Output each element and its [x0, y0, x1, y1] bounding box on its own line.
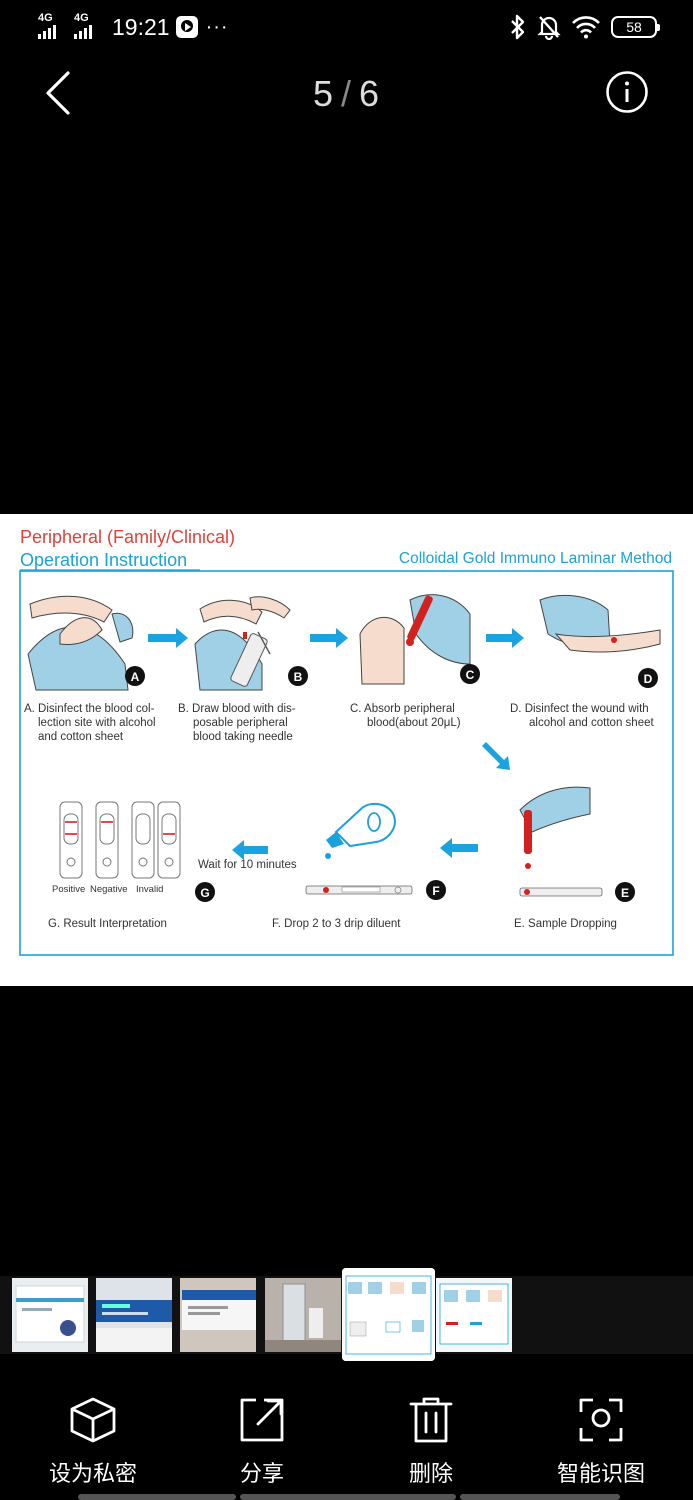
smart-recognize-label: 智能识图 [556, 1462, 645, 1487]
arrow-left-icon [440, 838, 478, 858]
battery-level: 58 [626, 19, 642, 35]
step-f-badge: F [432, 884, 439, 898]
bottom-action-bar: 设为私密 分享 删除 智能识图 [0, 1380, 693, 1500]
cassette-invalid-1 [131, 801, 155, 879]
info-icon[interactable] [605, 70, 649, 114]
step-d-badge: D [644, 672, 653, 686]
media-notification-icon [175, 16, 198, 38]
wait-instruction: Wait for 10 minutes [198, 859, 297, 871]
thumbnail-2[interactable] [96, 1278, 172, 1352]
step-g-caption: G. Result Interpretation [48, 918, 167, 930]
gesture-bar-segment [460, 1494, 620, 1500]
bluetooth-icon [511, 14, 525, 40]
cassette-negative [95, 801, 119, 879]
arrow-down-right-icon [482, 742, 510, 770]
delete-button[interactable]: 删除 [366, 1396, 496, 1488]
instruction-title: Peripheral (Family/Clinical) [20, 527, 235, 547]
arrow-right-icon [486, 628, 524, 648]
result-invalid-label: Invalid [136, 884, 163, 895]
arrow-left-icon [232, 840, 268, 860]
step-b-caption: B. Draw blood with dis- posable peripher… [178, 703, 299, 743]
share-button[interactable]: 分享 [197, 1396, 327, 1488]
status-right: 58 [509, 12, 660, 42]
share-icon [240, 1398, 284, 1442]
result-negative-label: Negative [90, 884, 128, 895]
arrow-right-icon [310, 628, 348, 648]
cassette-invalid-2 [157, 801, 181, 879]
step-a-badge: A [131, 670, 140, 684]
step-a-caption: A. Disinfect the blood col- lection site… [24, 703, 159, 743]
step-g-badge: G [200, 886, 209, 900]
wifi-icon [572, 16, 600, 39]
thumbnail-6[interactable] [436, 1278, 512, 1352]
thumbnail-1[interactable] [12, 1278, 88, 1352]
mute-bell-icon [537, 16, 561, 40]
network-type-label: 4G [74, 12, 89, 24]
photo-viewer-image[interactable]: Peripheral (Family/Clinical) Operation I… [0, 514, 693, 986]
instruction-subtitle: Operation Instruction [20, 550, 187, 570]
set-private-button[interactable]: 设为私密 [28, 1396, 158, 1488]
cellular-signal-icon: 4G [38, 12, 72, 39]
gesture-bar-segment [240, 1494, 456, 1500]
step-d-illustration: D [539, 594, 661, 688]
battery-icon: 58 [611, 16, 660, 38]
page-counter: 5/6 [246, 72, 446, 116]
cellular-signal-icon: 4G [74, 12, 108, 39]
thumbnail-3[interactable] [180, 1278, 256, 1352]
back-arrow-icon[interactable] [40, 70, 80, 116]
step-c-caption: C. Absorb peripheral blood(about 20μL) [350, 703, 461, 729]
more-notifications-icon: ··· [205, 16, 229, 38]
gesture-bar-segment [78, 1494, 236, 1500]
step-c-badge: C [466, 668, 475, 682]
thumbnail-4[interactable] [265, 1278, 341, 1352]
delete-label: 删除 [408, 1462, 453, 1487]
thumbnail-strip[interactable] [0, 1268, 693, 1361]
result-positive-label: Positive [52, 884, 85, 895]
total-pages: 6 [359, 73, 380, 114]
instruction-frame [19, 570, 674, 956]
page-separator: / [340, 73, 351, 114]
step-f-caption: F. Drop 2 to 3 drip diluent [272, 918, 401, 930]
method-name: Colloidal Gold Immuno Laminar Method [399, 550, 672, 567]
step-a-illustration: A [27, 594, 145, 691]
step-b-badge: B [294, 670, 303, 684]
cube-lock-icon [70, 1397, 116, 1443]
set-private-label: 设为私密 [48, 1462, 137, 1487]
step-c-illustration: C [359, 594, 480, 685]
arrow-right-icon [148, 628, 188, 648]
step-g-illustration: G [59, 801, 215, 902]
step-d-caption: D. Disinfect the wound with alcohol and … [510, 703, 654, 729]
step-e-caption: E. Sample Dropping [514, 918, 617, 930]
trash-icon [409, 1397, 453, 1443]
clock: 19:21 [112, 14, 170, 40]
status-left: 4G 4G 19:21 ··· [38, 12, 229, 42]
share-label: 分享 [239, 1462, 284, 1487]
step-e-badge: E [621, 886, 629, 900]
step-f-illustration: F [305, 802, 446, 900]
current-page: 5 [312, 73, 333, 114]
step-e-illustration: E [519, 786, 635, 902]
network-type-label: 4G [38, 12, 53, 24]
step-b-illustration: B [194, 596, 308, 691]
thumbnail-5-current[interactable] [342, 1268, 435, 1361]
status-bar: 4G 4G 19:21 ··· 58 [0, 0, 693, 56]
cassette-positive [59, 801, 83, 879]
scan-lens-icon [579, 1398, 623, 1442]
smart-recognize-button[interactable]: 智能识图 [536, 1396, 666, 1488]
